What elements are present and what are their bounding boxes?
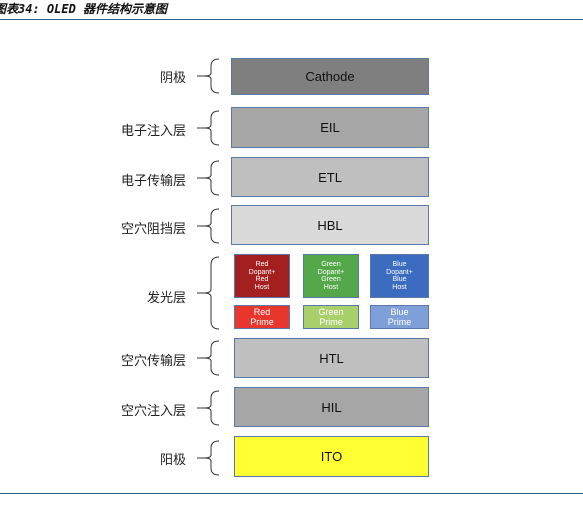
figure-caption: 图表34: OLED 器件结构示意图 [0, 2, 168, 16]
top-rule [0, 19, 583, 20]
eil-layer: EIL [231, 107, 429, 148]
hil-layer: HIL [234, 387, 429, 427]
red-dopant-line-3: Red [255, 276, 269, 283]
blue-dopant-line-1: Blue [392, 261, 407, 268]
red-dopant-line-1: Red [255, 261, 269, 268]
red-prime-line-1: Red [253, 307, 271, 317]
cathode-layer: Cathode [231, 58, 429, 95]
brace-etl [197, 160, 220, 196]
green-dopant-host: Green Dopant+ Green Host [303, 254, 359, 298]
label-ito: 阳极 [159, 453, 186, 468]
brace-emissive [197, 256, 220, 330]
green-prime: Green Prime [303, 305, 359, 329]
etl-layer: ETL [231, 157, 429, 197]
label-hil: 空穴注入层 [120, 404, 186, 419]
green-dopant-line-1: Green [321, 261, 341, 268]
red-dopant-host: Red Dopant+ Red Host [234, 254, 290, 298]
green-dopant-line-2: Dopant+ [317, 268, 345, 276]
brace-htl [197, 340, 220, 376]
label-eil: 电子注入层 [120, 124, 186, 139]
green-dopant-line-3: Green [321, 276, 341, 283]
htl-layer: HTL [234, 338, 429, 378]
blue-dopant-line-4: Host [392, 283, 407, 291]
ito-layer: ITO [234, 436, 429, 477]
green-prime-line-1: Green [318, 307, 344, 317]
blue-prime: Blue Prime [370, 305, 429, 329]
red-prime-line-2: Prime [250, 317, 274, 327]
blue-dopant-line-3: Blue [392, 276, 407, 283]
brace-hbl [197, 208, 220, 244]
blue-prime-line-2: Prime [387, 317, 412, 327]
label-etl: 电子传输层 [120, 174, 186, 189]
green-dopant-line-4: Host [323, 283, 339, 291]
label-cathode: 阴极 [159, 71, 186, 86]
label-hbl: 空穴阻挡层 [120, 222, 186, 237]
blue-prime-line-1: Blue [390, 307, 409, 317]
brace-eil [197, 110, 220, 146]
red-prime: Red Prime [234, 305, 290, 329]
label-emissive: 发光层 [146, 291, 186, 306]
blue-dopant-host: Blue Dopant+ Blue Host [370, 254, 429, 298]
green-prime-line-2: Prime [319, 317, 343, 327]
blue-dopant-line-2: Dopant+ [386, 268, 413, 276]
brace-cathode [197, 58, 220, 94]
red-dopant-line-4: Host [254, 283, 270, 291]
bottom-rule [0, 493, 583, 494]
brace-hil [197, 390, 220, 426]
label-htl: 空穴传输层 [120, 354, 186, 369]
brace-ito [197, 440, 220, 476]
red-dopant-line-2: Dopant+ [248, 268, 276, 276]
hbl-layer: HBL [231, 205, 429, 245]
